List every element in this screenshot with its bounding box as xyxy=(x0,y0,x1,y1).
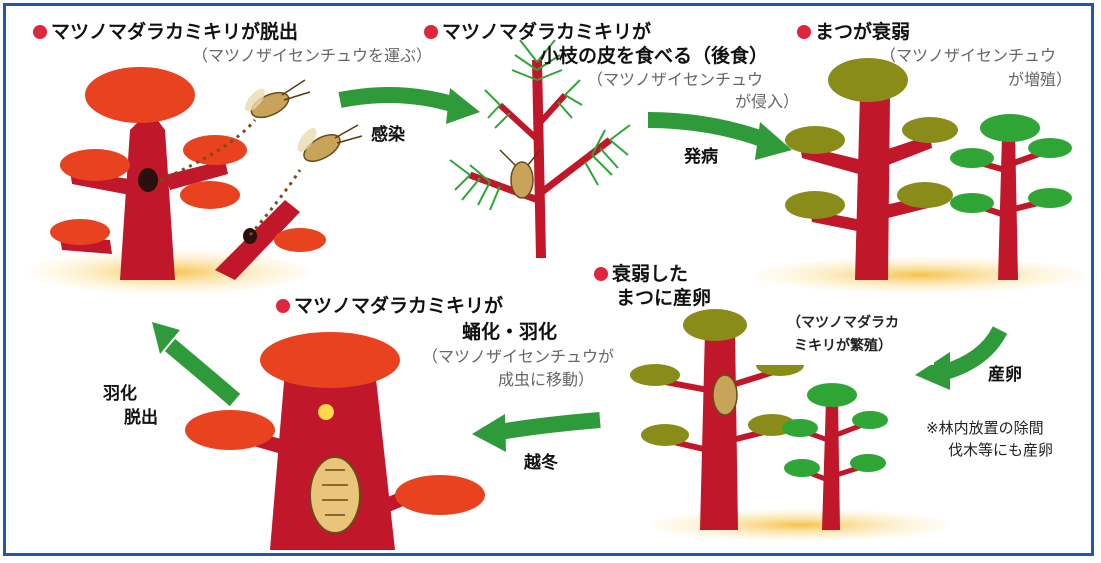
stage-escape-sub: （マツノザイセンチュウを運ぶ） xyxy=(192,46,433,65)
egg-laying-pine-trees xyxy=(630,309,950,541)
arrow-infection-label: 感染 xyxy=(371,125,405,145)
stage-feeding-title-1-text: マツノマダラカミキリが xyxy=(442,21,652,43)
stage-weakening-title-text: まつが衰弱 xyxy=(815,21,911,43)
stage-escape-title-text: マツノマダラカミキリが脱出 xyxy=(51,21,299,43)
callout-line-1: （マツノマダラカ xyxy=(787,315,899,331)
stage-pupation-title-1-text: マツノマダラカミキリが xyxy=(294,295,504,317)
stage-pupation-sub-2: 成虫に移動） xyxy=(498,370,595,389)
beetle-flying-1 xyxy=(244,79,311,119)
arrow-emerge-label-1: 羽化 xyxy=(103,384,137,404)
note-line-2: 伐木等にも産卵 xyxy=(948,441,1054,459)
arrow-laying xyxy=(915,326,1008,390)
arrow-emerge xyxy=(152,322,241,407)
note-line-1: ※林内放置の除間 xyxy=(926,419,1044,437)
callout-box xyxy=(752,301,934,365)
arrow-overwinter-label: 越冬 xyxy=(524,453,558,473)
callout-line-2: ミキリが繁殖） xyxy=(794,338,892,354)
stage-pupation-sub-1: （マツノザイセンチュウが xyxy=(422,347,615,366)
bullet-icon xyxy=(594,267,608,281)
beetle-flying-2 xyxy=(297,124,363,162)
stage-feeding-sub-2: が侵入） xyxy=(735,92,800,111)
stage-escape-title: マツノマダラカミキリが脱出 xyxy=(33,20,298,44)
stage-pupation-title-2: 蛹化・羽化 xyxy=(462,321,558,343)
arrow-emerge-label-2: 脱出 xyxy=(124,408,158,428)
stage-feeding-sub-1: （マツノザイセンチュウ xyxy=(587,70,764,89)
pine-twig-feeding xyxy=(449,39,631,258)
pupation-pine-tree xyxy=(185,332,485,550)
bullet-icon xyxy=(424,25,438,39)
stage-egglaying-title-1-text: 衰弱した xyxy=(612,263,689,285)
arrow-overwinter xyxy=(472,412,601,452)
stage-feeding-title-1: マツノマダラカミキリが xyxy=(424,20,651,44)
bullet-icon xyxy=(33,25,47,39)
arrow-laying-label: 産卵 xyxy=(988,365,1022,385)
stage-weakening-sub-2: が増殖） xyxy=(1008,70,1073,89)
weakening-pine-trees xyxy=(755,58,1085,293)
stage-feeding-title-2: 小枝の皮を食べる（後食） xyxy=(540,45,769,67)
bullet-icon xyxy=(797,25,811,39)
arrow-infection xyxy=(338,87,480,124)
bullet-icon xyxy=(276,299,290,313)
stage-weakening-sub-1: （マツノザイセンチュウ xyxy=(880,46,1057,65)
dead-pine-tree-escape xyxy=(30,67,326,294)
stage-egglaying-title-2: まつに産卵 xyxy=(616,287,712,309)
stage-weakening-title: まつが衰弱 xyxy=(797,20,910,44)
arrow-onset xyxy=(647,112,792,160)
arrow-onset-label: 発病 xyxy=(684,147,718,167)
stage-egglaying-title-1: 衰弱した xyxy=(594,262,688,286)
stage-pupation-title-1: マツノマダラカミキリが xyxy=(276,294,503,318)
